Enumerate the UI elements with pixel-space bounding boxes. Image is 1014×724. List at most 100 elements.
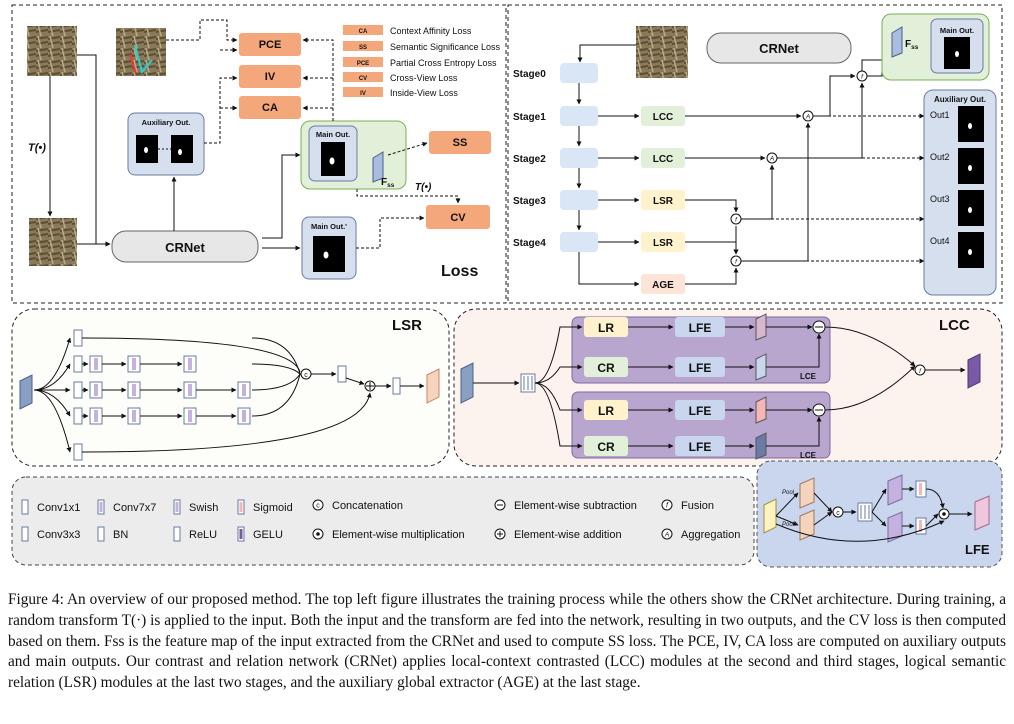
module-label: LSR [653,196,674,207]
main-out-label: Main Out. [316,130,350,139]
lcc-row-cr [584,436,628,456]
svg-text:A: A [805,114,810,121]
legend-label: Element-wise addition [514,529,622,541]
loss-box-iv [239,65,301,88]
svg-text:Main Out.: Main Out. [940,26,974,35]
legend-label: ReLU [189,529,217,541]
legend-label: GELU [253,529,283,541]
module-lsr [641,190,685,210]
conv1x1-block [73,381,83,399]
lfe-pool-feature [799,477,815,509]
lsr-panel-border [11,308,450,467]
loss-title: Loss [441,263,478,280]
lfe-input-feature [763,498,777,534]
stage-label: Stage3 [513,196,546,207]
lcc-row-lr [584,317,628,337]
legend-label: Conv1x1 [37,502,80,514]
svg-text:LFE: LFE [965,542,990,557]
svg-text:PCE: PCE [357,61,369,67]
svg-text:LSR: LSR [392,317,422,334]
legend-label: Element-wise subtraction [514,500,637,512]
legend-label: Aggregation [681,529,740,541]
loss-panel: T(•) CRNet Auxiliary Out. Main Out. Fss … [11,4,507,304]
stage-label: Stage2 [513,154,546,165]
conv1x1-block [73,443,83,461]
stage-label: Stage4 [513,238,546,249]
lfe-label: LFE [689,321,712,335]
lfe-block [675,357,725,377]
out-label: Out1 [930,110,950,120]
crnet-panel: CRNet Stage0Stage1Stage2Stage3Stage4LCCL… [507,4,1003,304]
svg-text:Auxiliary Out.: Auxiliary Out. [934,95,986,104]
loss-panel-border [11,4,507,304]
lfe-label: LFE [689,440,712,454]
module-label: LSR [653,238,674,249]
crnet-panel-border [507,4,1003,304]
out-label: Out4 [930,236,950,246]
lcc-row-lr [584,400,628,420]
legend-label: Element-wise multiplication [332,529,465,541]
lcc-feature [755,353,767,381]
module-age [641,274,685,294]
lfe-label: LFE [689,404,712,418]
crnet-title-box [706,32,852,64]
legend-symbol [312,499,324,511]
svg-text:Context Affinity Loss: Context Affinity Loss [390,26,472,36]
stage-block [560,63,598,83]
legend-symbol [661,528,673,540]
loss-box-pce [239,33,301,56]
conv1x1-block [392,377,401,395]
svg-text:LCC: LCC [939,317,970,334]
legend-label: Fusion [681,500,714,512]
lsr-panel: LSR c [11,308,450,467]
svg-text:Semantic Significance Loss: Semantic Significance Loss [390,42,501,52]
stage-block [560,232,598,252]
pool-label: Pool [782,522,795,528]
aux-out-label: Auxiliary Out. [142,118,191,127]
svg-text:PCE: PCE [259,39,282,51]
lcc-row-cr [584,357,628,377]
crnet-box [111,230,259,263]
svg-text:Fss: Fss [905,39,919,51]
svg-text:IV: IV [265,71,276,83]
lcc-row-label: LR [598,404,614,418]
svg-text:f: f [735,259,738,266]
module-label: AGE [652,280,674,291]
lcc-feature [755,432,767,460]
svg-text:A: A [769,156,774,163]
stage-label: Stage1 [513,112,546,123]
lfe-mid-feature [887,474,903,506]
svg-text:Cross-View Loss: Cross-View Loss [390,73,458,83]
module-lcc [641,148,685,168]
svg-text:CA: CA [359,29,368,35]
stage-block [560,190,598,210]
svg-text:IV: IV [360,91,366,97]
svg-text:A: A [664,532,669,539]
module-label: LCC [653,112,674,123]
fss-feature-icon [372,151,384,183]
loss-box-cv [426,205,490,229]
module-label: LCC [653,154,674,165]
module-lcc [641,106,685,126]
svg-text:CA: CA [262,102,278,114]
lcc-row-label: CR [597,361,615,375]
svg-text:T(•): T(•) [415,182,432,193]
svg-text:f: f [666,503,669,510]
method-diagram: T(•) CRNet Auxiliary Out. Main Out. Fss … [11,4,1003,568]
svg-text:c: c [304,372,308,379]
svg-text:CRNet: CRNet [759,41,799,56]
legend-label: Conv7x7 [113,502,156,514]
legend-label: BN [113,529,128,541]
legend-symbol [661,499,673,511]
fss-label: Fss [381,177,395,189]
conv1x1-block [73,355,83,373]
legend-label: Concatenation [332,500,403,512]
crnet-label: CRNet [165,240,205,255]
lfe-block [675,436,725,456]
crnet-fss-icon [891,26,903,58]
svg-text:c: c [316,503,320,510]
conv1x1-block [73,329,83,347]
pool-label: Pool [782,490,795,496]
input-image [27,26,77,76]
